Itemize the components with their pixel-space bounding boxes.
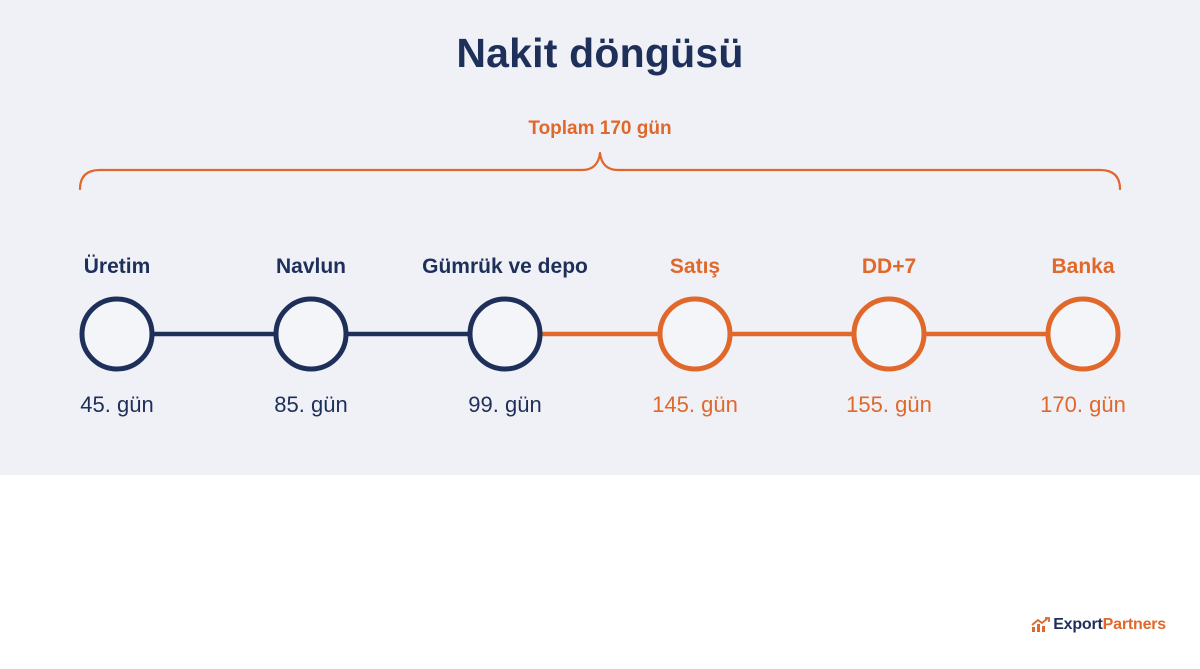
stage-day: 155. gün bbox=[846, 392, 932, 417]
stage-day: 99. gün bbox=[468, 392, 542, 417]
diagram-title: Nakit döngüsü bbox=[456, 30, 744, 76]
stage-label: Satış bbox=[669, 255, 721, 278]
stage-node bbox=[1045, 296, 1121, 372]
stage-label: DD+7 bbox=[861, 255, 917, 278]
total-duration-label: Toplam 170 gün bbox=[528, 118, 672, 139]
stage-day: 145. gün bbox=[652, 392, 738, 417]
stage-day: 85. gün bbox=[274, 392, 348, 417]
stage-day: 45. gün bbox=[80, 392, 154, 417]
stage-node bbox=[851, 296, 927, 372]
total-duration-brace bbox=[78, 151, 1122, 191]
timeline bbox=[79, 296, 1121, 372]
stage-label: Banka bbox=[1051, 255, 1115, 278]
stage-node bbox=[657, 296, 733, 372]
stage-label: Gümrük ve depo bbox=[422, 255, 588, 278]
logo-partners-text: Partners bbox=[1102, 616, 1167, 633]
chart-arrow-icon bbox=[1031, 617, 1051, 632]
stage-label: Üretim bbox=[83, 255, 151, 278]
stage-node bbox=[273, 296, 349, 372]
stage-node bbox=[79, 296, 155, 372]
diagram-panel: Nakit döngüsü Toplam 170 gün Üretim 45. g… bbox=[0, 0, 1200, 475]
stage-day: 170. gün bbox=[1040, 392, 1126, 417]
stage-label: Navlun bbox=[275, 255, 346, 278]
stage-node bbox=[467, 296, 543, 372]
logo-export-text: Export bbox=[1053, 616, 1103, 633]
